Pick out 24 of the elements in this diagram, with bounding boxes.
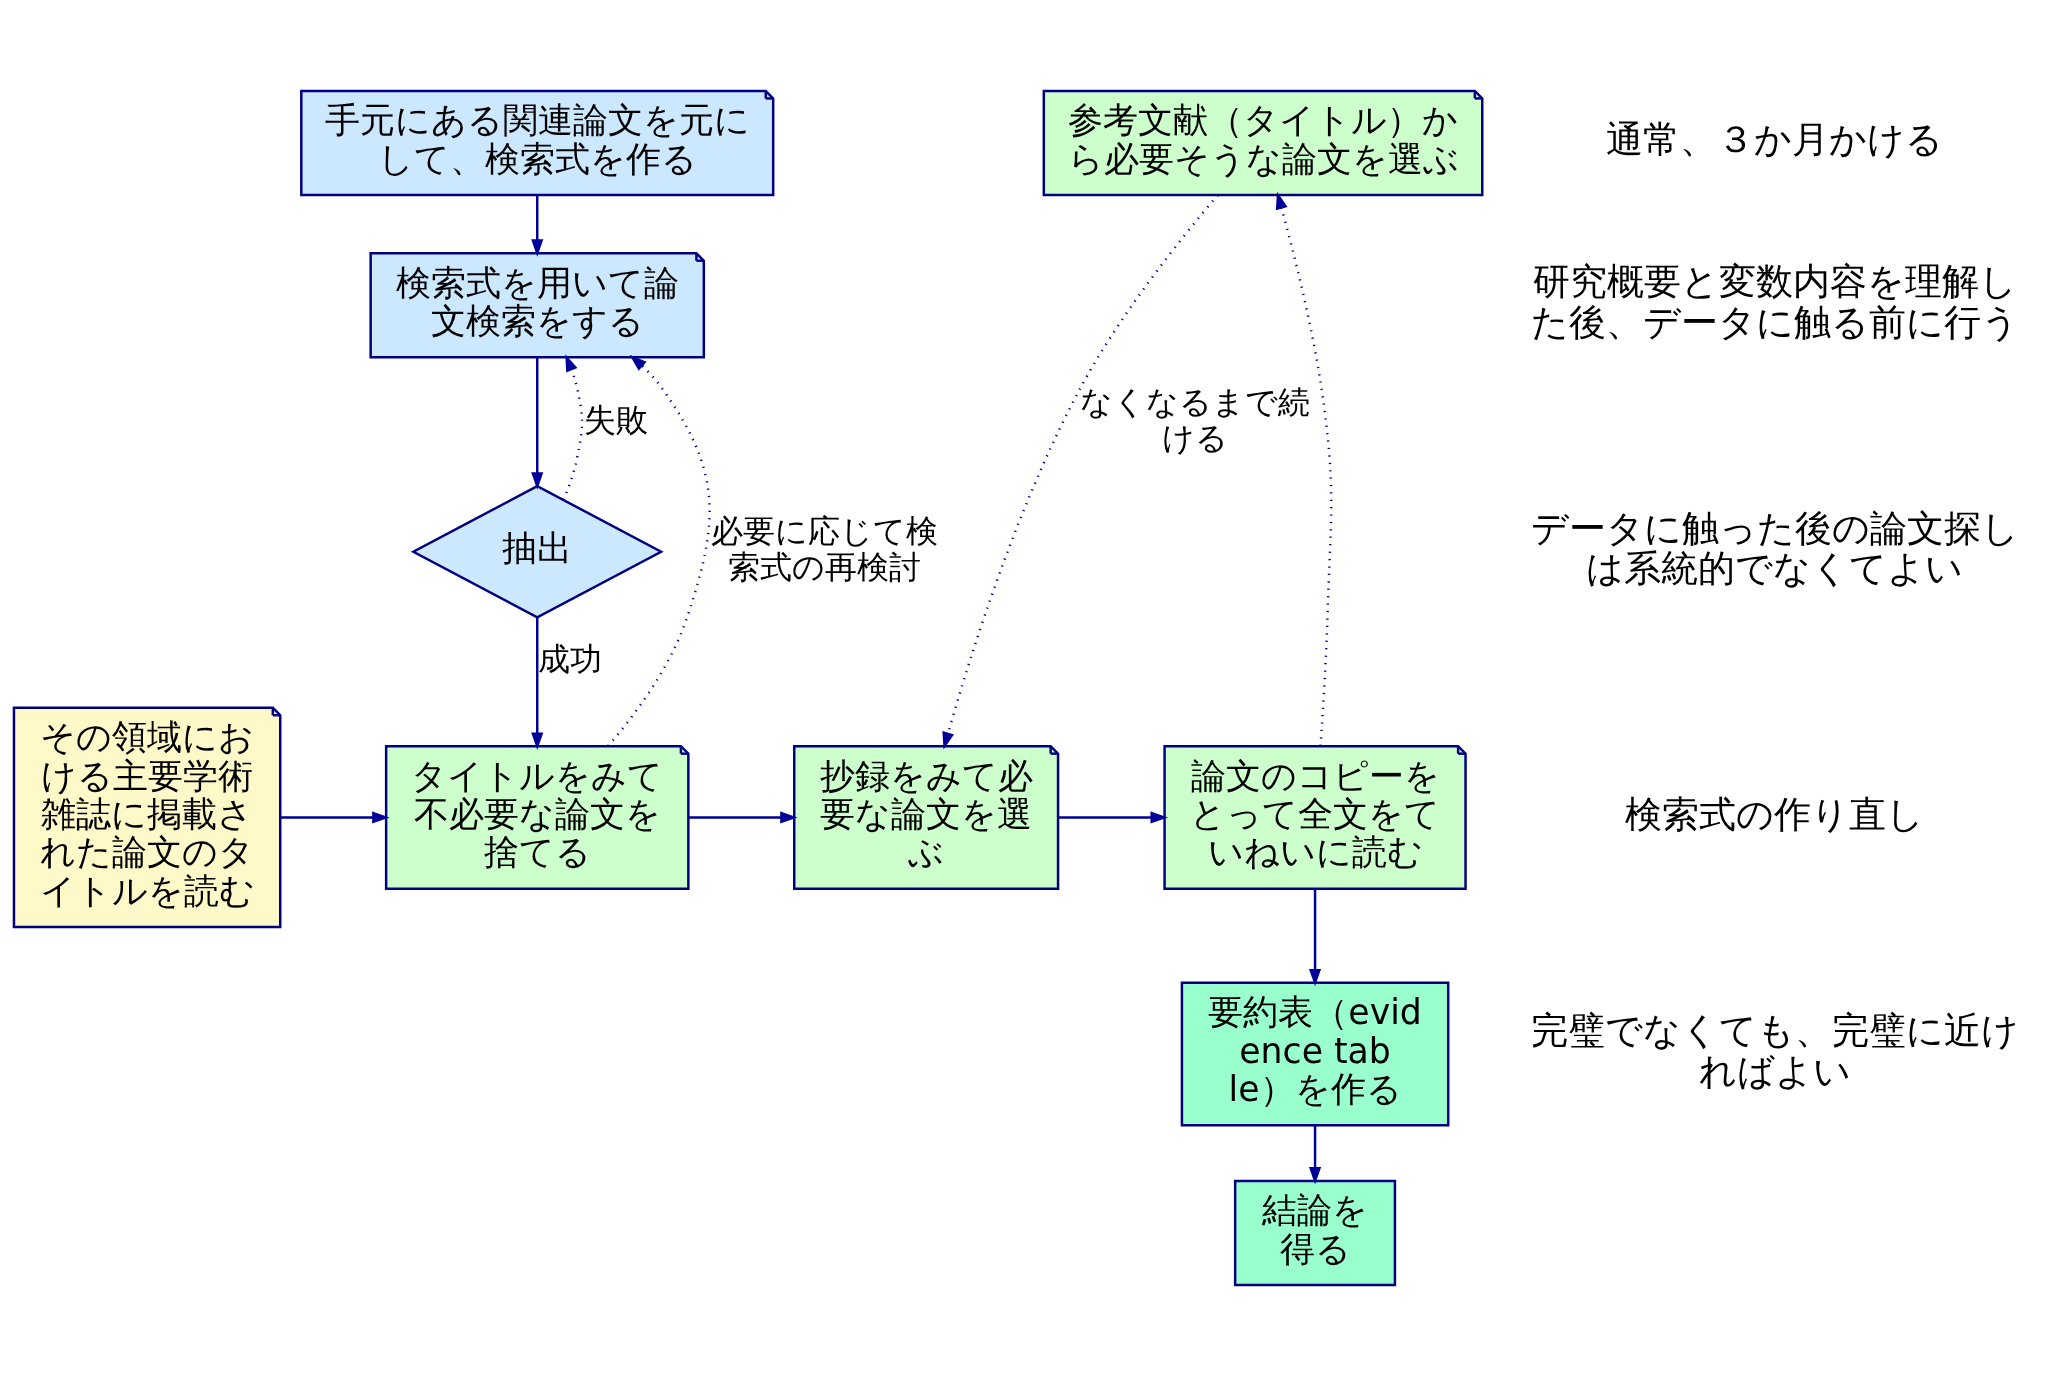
arrow (1308, 1125, 1321, 1185)
node-box: 結論を得る (1233, 1179, 1396, 1287)
edge-label: 必要に応じて検索式の再検討 (710, 511, 938, 586)
arrow (530, 195, 543, 257)
node-diamond: 抽出 (410, 484, 664, 619)
arrow (1308, 888, 1321, 987)
edge-label: 失敗 (583, 400, 648, 439)
label: データに触った後の論文探しは系統的でなくてよい (1530, 506, 2019, 591)
edge-label: なくなるまで続ける (1079, 382, 1310, 457)
arrow (279, 811, 390, 824)
arrow (530, 357, 543, 490)
edge-label: 成功 (537, 640, 602, 679)
arrow (1275, 191, 1332, 746)
arrow (530, 617, 543, 750)
label: 完璧でなくても、完璧に近ければよい (1530, 1008, 2019, 1093)
label: 研究概要と変数内容を理解した後、データに触る前に行う (1530, 260, 2019, 345)
arrow (687, 811, 798, 824)
node-box: 要約表（evidence table）を作る (1180, 981, 1449, 1127)
label: 検索式の作り直し (1624, 792, 1924, 836)
arrow (561, 354, 583, 501)
arrow (941, 194, 1219, 750)
arrow (606, 354, 711, 747)
label: 通常、３か月かける (1605, 118, 1943, 162)
arrow (1057, 811, 1168, 824)
